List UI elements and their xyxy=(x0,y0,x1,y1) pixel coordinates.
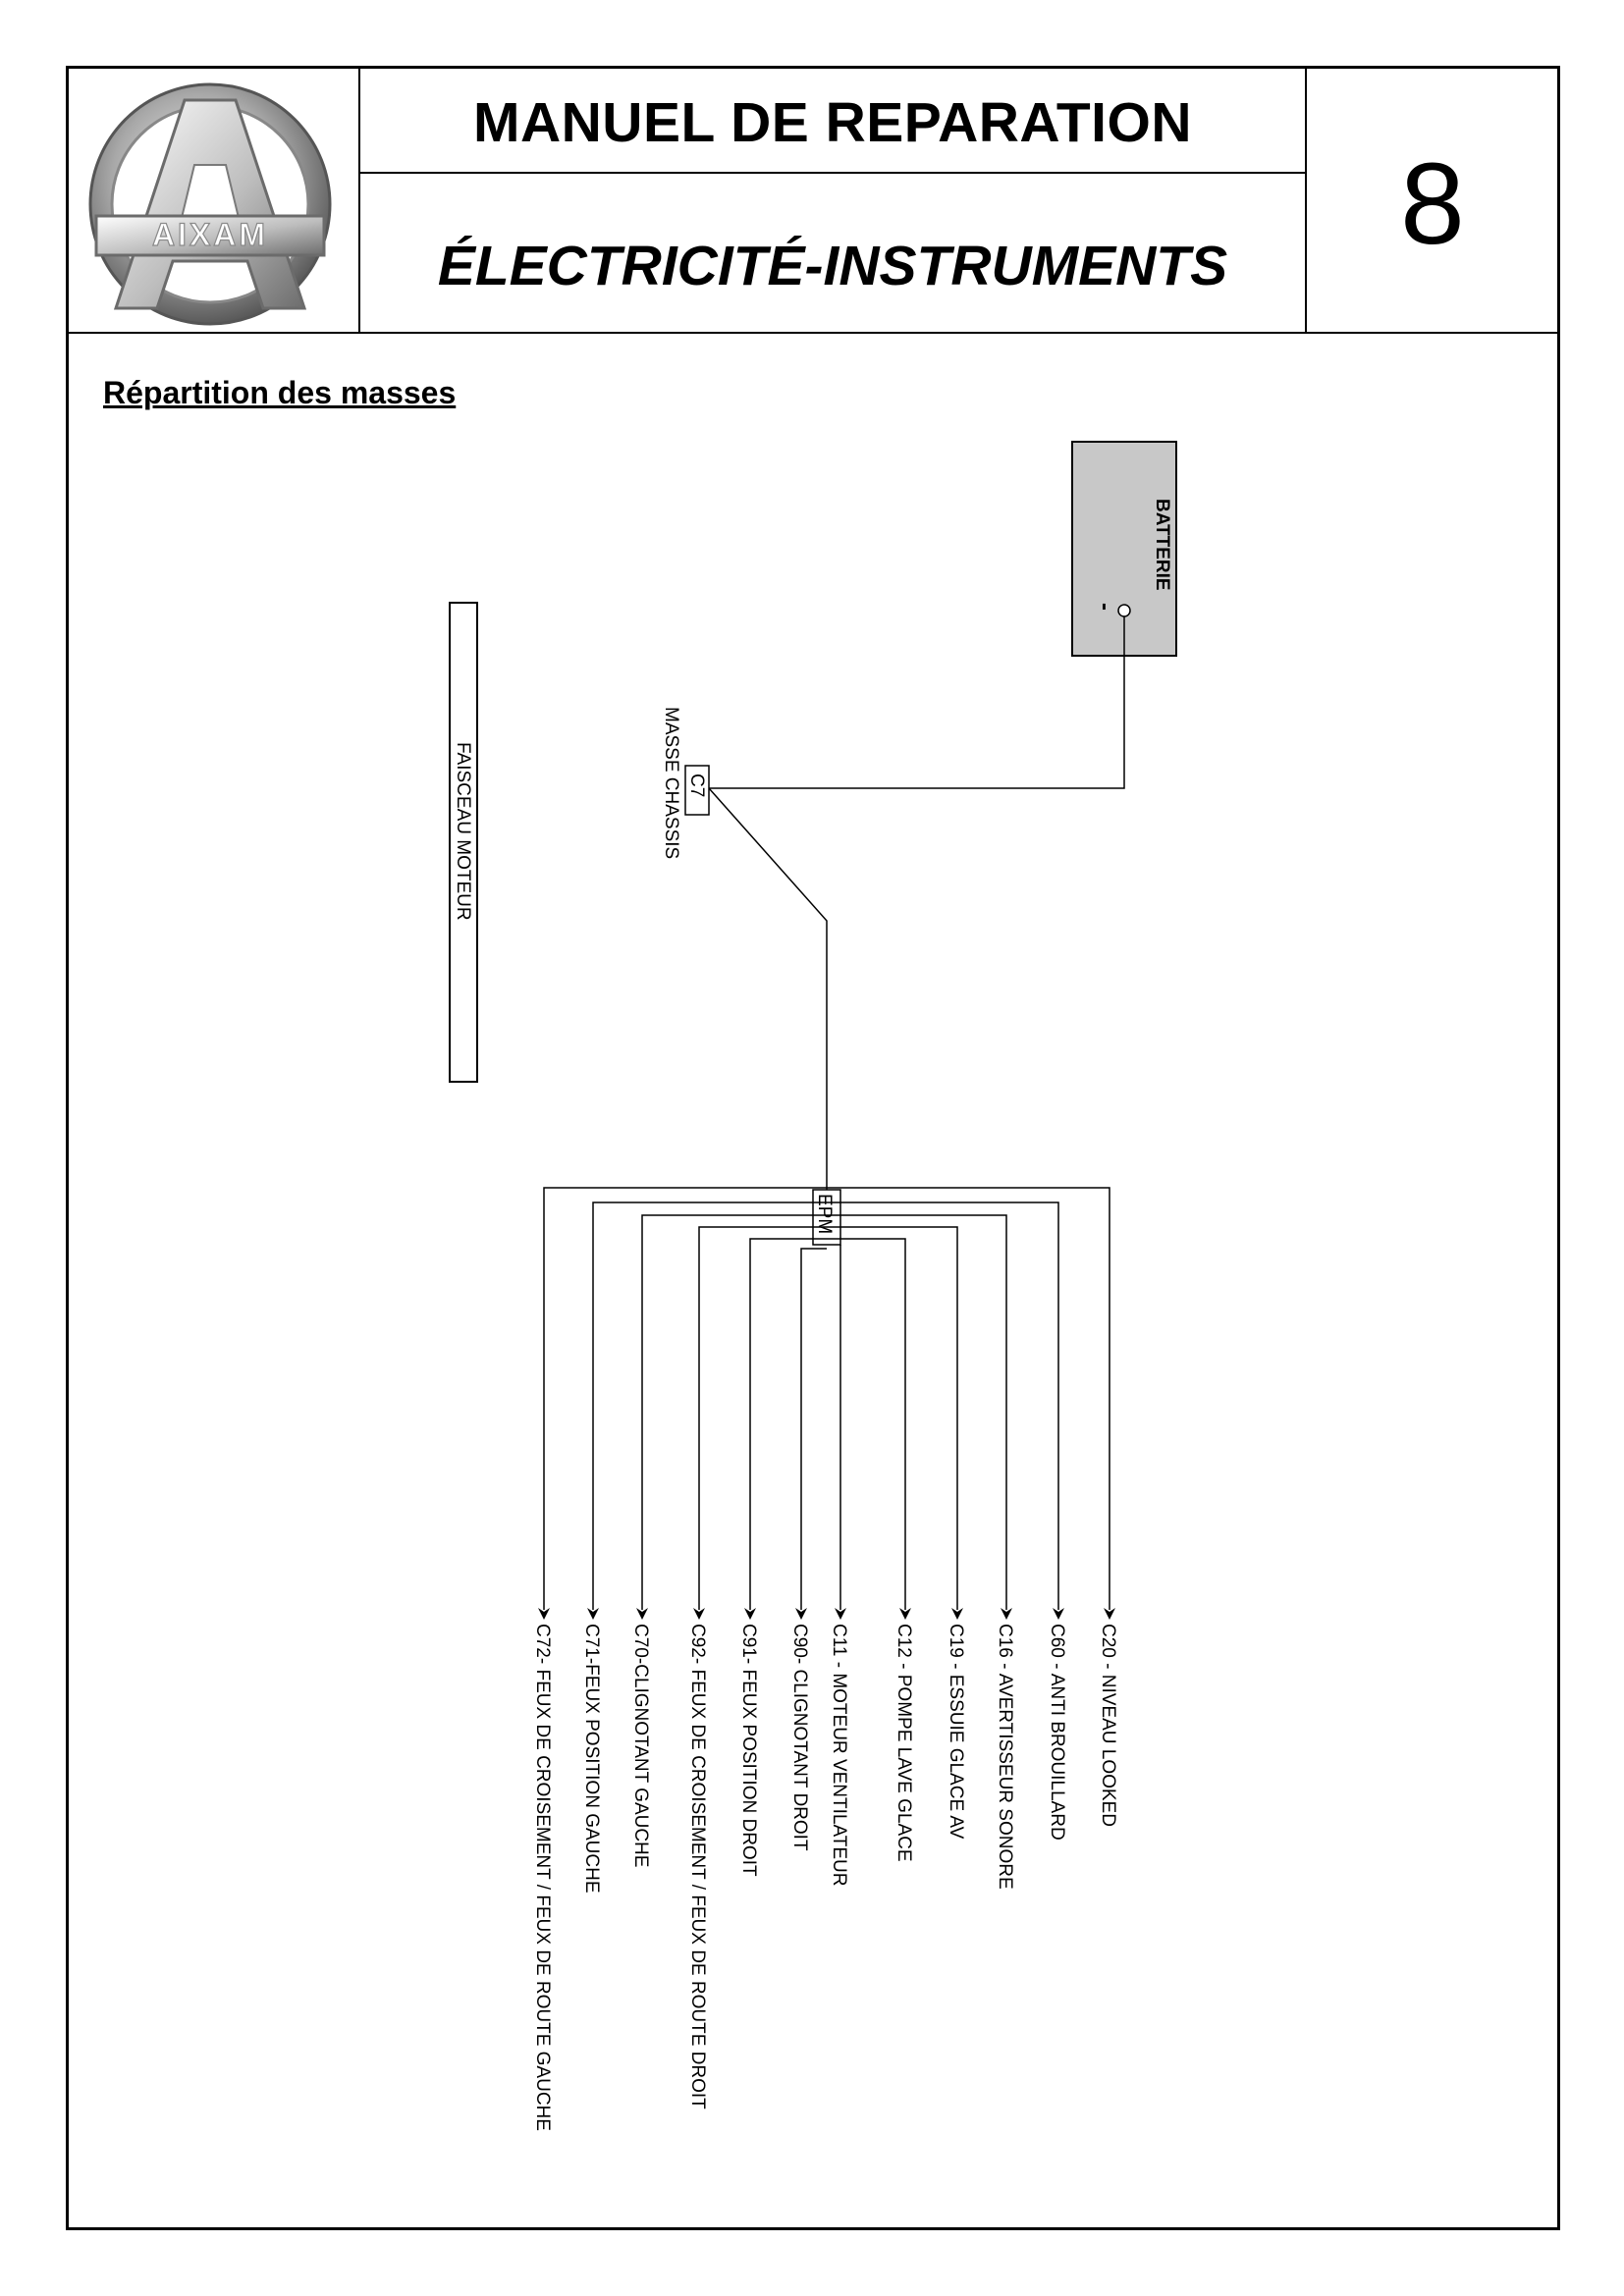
battery-negative-terminal xyxy=(1117,604,1131,617)
battery-terminal-label: - xyxy=(1092,603,1118,611)
c7-code: C7 xyxy=(686,774,707,797)
connector-label: C72- FEUX DE CROISEMENT / FEUX DE ROUTE … xyxy=(532,1624,553,2131)
header-divider-left xyxy=(358,66,360,333)
ground-wire xyxy=(827,1226,958,1610)
page-frame xyxy=(66,66,1560,2230)
ground-arrow-icon xyxy=(795,1608,807,1620)
connector-label: C11 - MOTEUR VENTILATEUR xyxy=(829,1624,849,1886)
connector-label: C92- FEUX DE CROISEMENT / FEUX DE ROUTE … xyxy=(687,1624,708,2109)
ground-arrow-icon xyxy=(636,1608,648,1620)
ground-wire xyxy=(641,1214,827,1610)
ground-arrow-icon xyxy=(1104,1608,1115,1620)
header-bottom-rule xyxy=(66,332,1560,334)
ground-wire xyxy=(592,1201,827,1610)
epm-box xyxy=(812,1189,841,1246)
ground-wire xyxy=(827,1238,906,1610)
connector-label: C60 - ANTI BROUILLARD xyxy=(1047,1624,1067,1841)
ground-arrow-icon xyxy=(899,1608,911,1620)
ground-wire xyxy=(827,1214,1007,1610)
connector-branches: C20 - NIVEAU LOOKED C60 - ANTI BROUILLARD… xyxy=(532,1187,1118,2131)
header-middle-rule xyxy=(359,172,1306,174)
chapter-subtitle: ÉLECTRICITÉ-INSTRUMENTS xyxy=(437,235,1228,297)
ground-arrow-icon xyxy=(744,1608,756,1620)
ground-arrow-icon xyxy=(693,1608,705,1620)
chassis-ground-label: MASSE CHASSIS xyxy=(661,707,681,859)
ground-wire xyxy=(543,1187,827,1610)
ground-arrow-icon xyxy=(835,1608,846,1620)
harness-label: FAISCEAU MOTEUR xyxy=(453,742,473,921)
svg-text:AIXAM: AIXAM xyxy=(152,217,268,252)
epm-code: EPM xyxy=(814,1194,835,1234)
ground-wire xyxy=(698,1226,827,1610)
chapter-number: 8 xyxy=(1400,139,1465,269)
section-title: Répartition des masses xyxy=(103,375,457,410)
chassis-ground: C7 MASSE CHASSIS xyxy=(661,707,710,859)
connector-label: C90- CLIGNOTANT DROIT xyxy=(789,1624,810,1851)
harness: FAISCEAU MOTEUR xyxy=(449,602,478,1083)
connector-label: C19 - ESSUIE GLACE AV xyxy=(946,1624,966,1840)
connector-label: C71-FEUX POSITION GAUCHE xyxy=(581,1624,602,1894)
header-divider-right xyxy=(1305,66,1307,333)
connector-label: C16 - AVERTISSEUR SONORE xyxy=(995,1624,1015,1890)
ground-arrow-icon xyxy=(1001,1608,1012,1620)
document-title: MANUEL DE REPARATION xyxy=(472,91,1193,154)
connector-label: C91- FEUX POSITION DROIT xyxy=(738,1624,759,1877)
wire-chassis-to-epm xyxy=(708,787,828,1190)
wire-battery-to-chassis xyxy=(709,616,1125,789)
c7-box xyxy=(684,765,710,816)
distribution-point: EPM xyxy=(812,1189,841,1246)
ground-wire xyxy=(749,1238,827,1610)
ground-arrow-icon xyxy=(538,1608,550,1620)
ground-arrow-icon xyxy=(587,1608,599,1620)
battery-label: BATTERIE xyxy=(1152,499,1172,591)
ground-arrow-icon xyxy=(951,1608,963,1620)
aixam-logo: AIXAM xyxy=(88,82,332,326)
ground-wire xyxy=(800,1248,827,1610)
ground-arrow-icon xyxy=(1053,1608,1064,1620)
connector-label: C20 - NIVEAU LOOKED xyxy=(1098,1624,1118,1827)
harness-box xyxy=(449,602,478,1083)
ground-wire xyxy=(827,1201,1059,1610)
connector-label: C12 - POMPE LAVE GLACE xyxy=(893,1624,914,1862)
ground-wire xyxy=(827,1187,1110,1610)
connector-label: C70-CLIGNOTANT GAUCHE xyxy=(630,1624,651,1867)
